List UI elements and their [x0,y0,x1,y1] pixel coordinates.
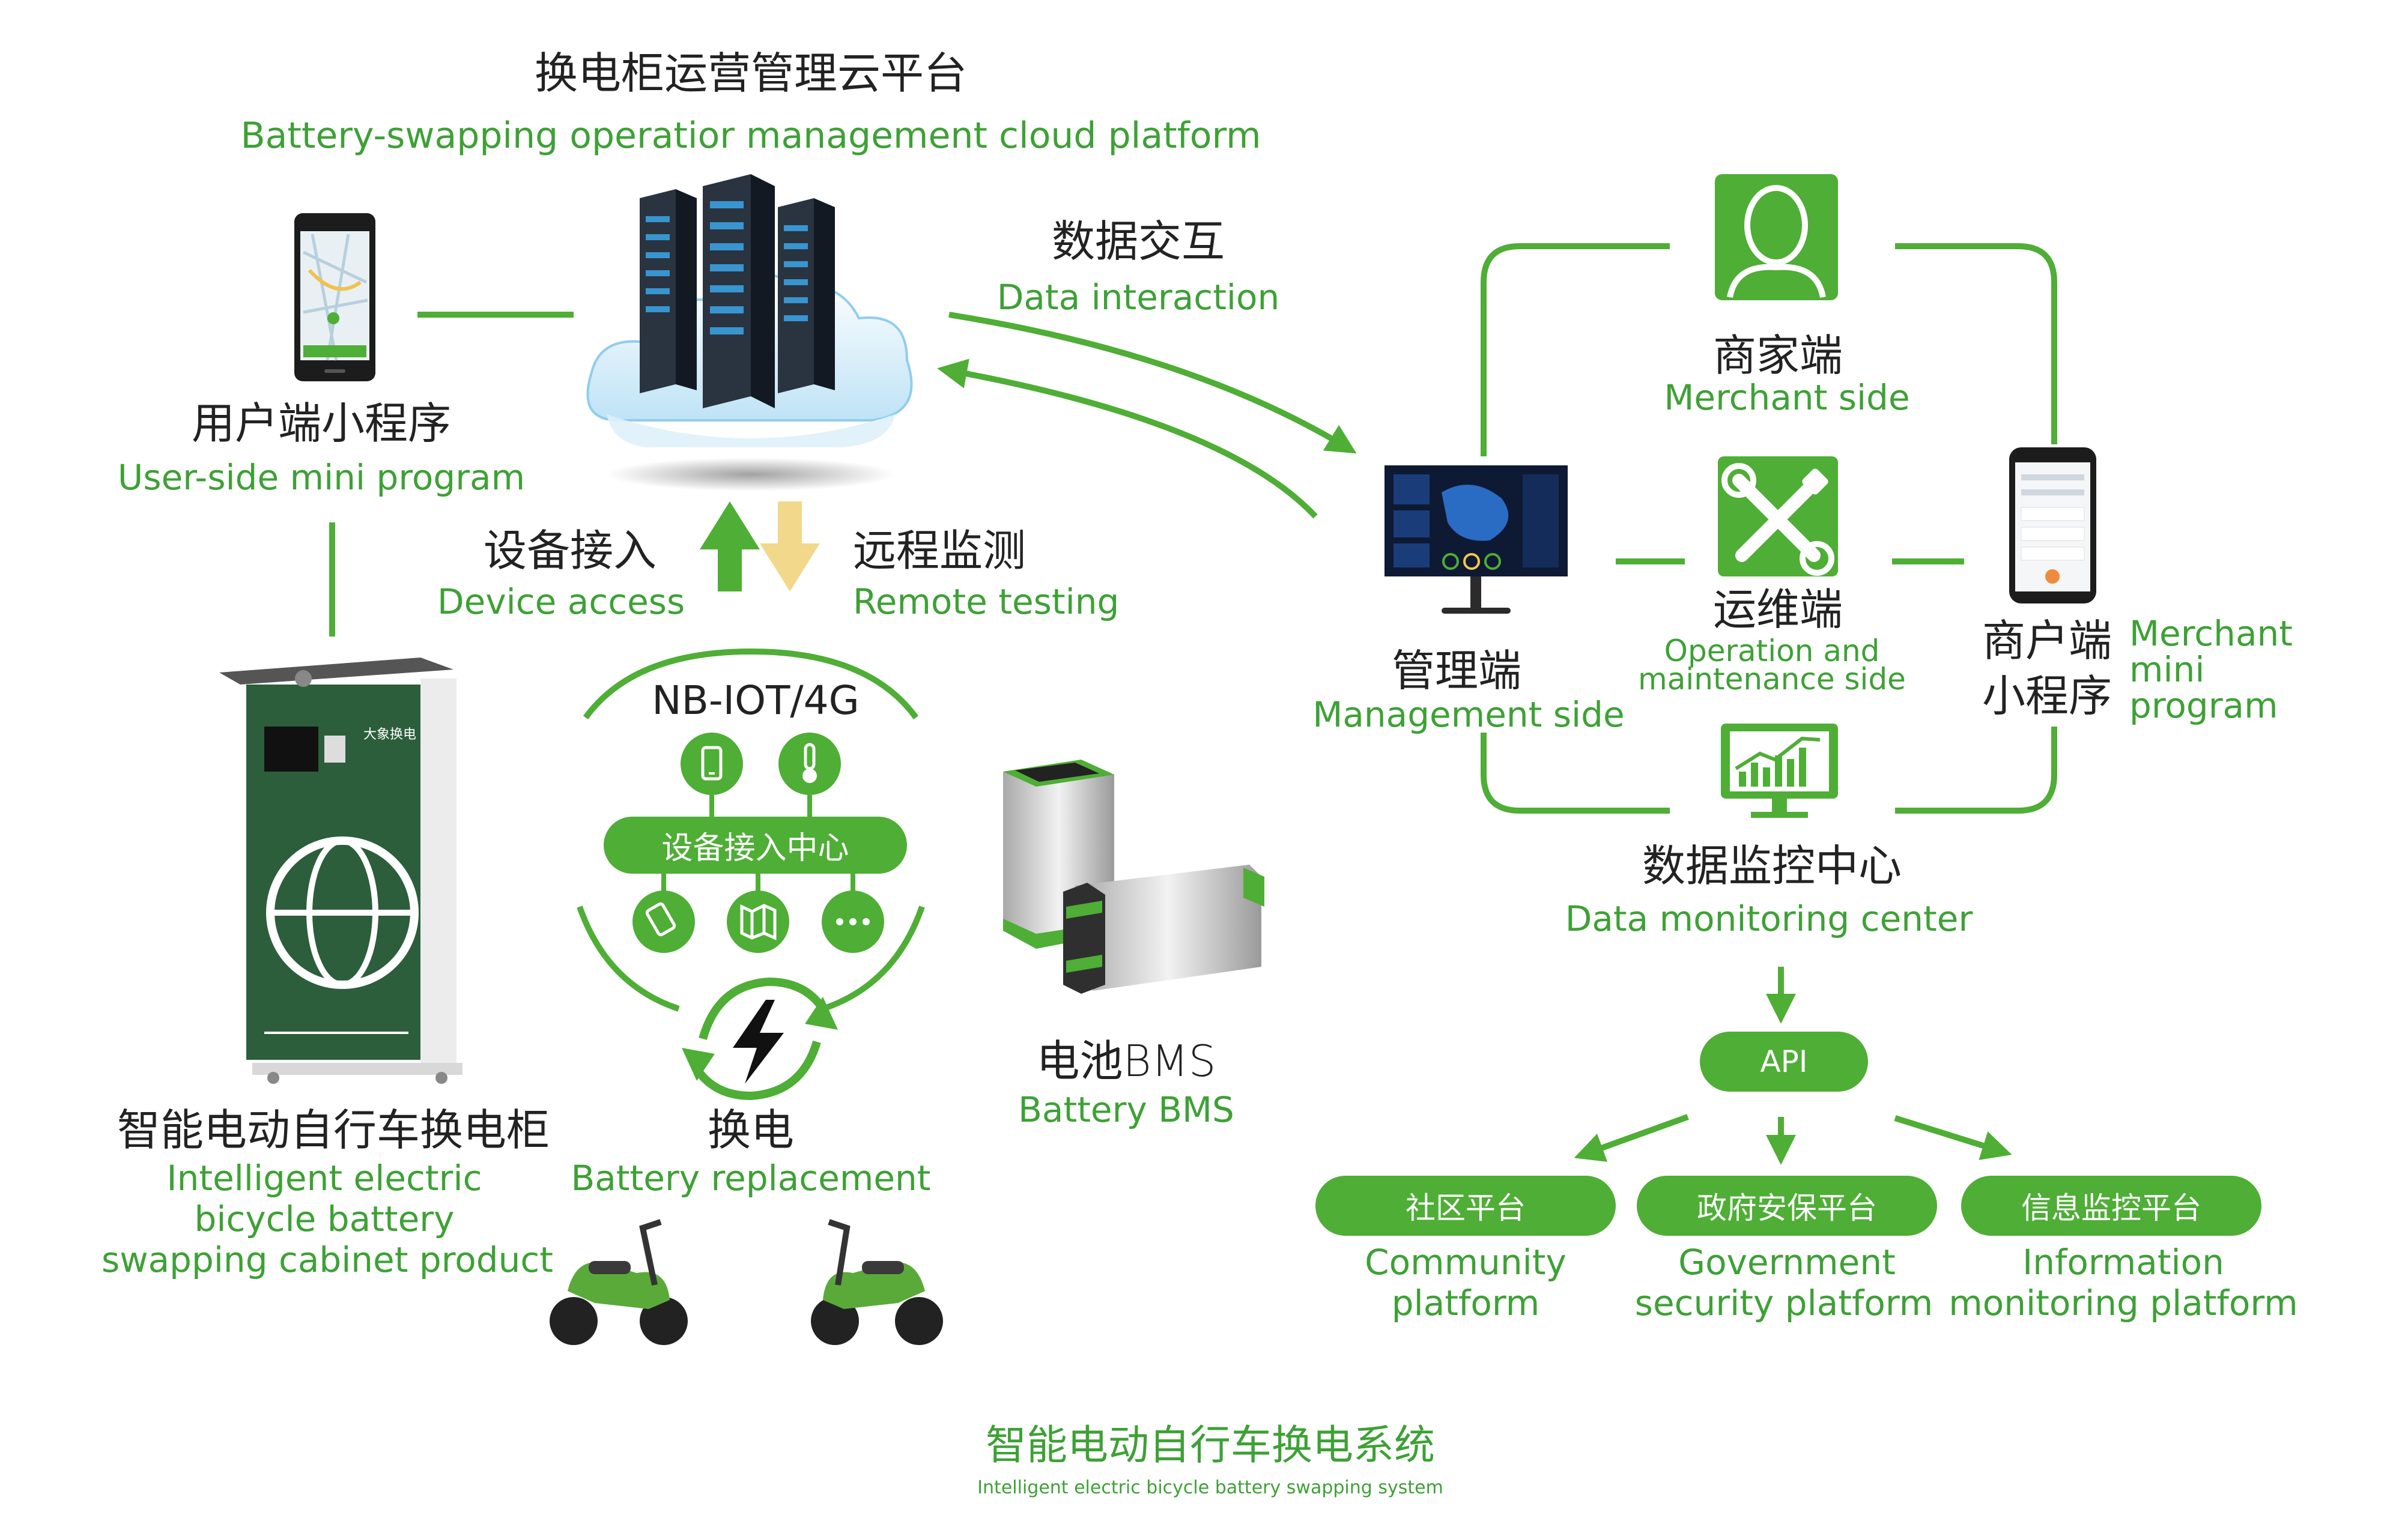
bms-cn: 电池BMS [1036,1036,1216,1086]
loop-top-right [1895,243,2057,444]
growth-chart-icon [1721,724,1838,818]
remote-testing-en: Remote testing [853,581,1120,622]
merchant-mini-en-line-1: Merchant [2129,613,2293,654]
swap-cabinet-icon [219,658,462,1084]
ops-side-en-line-2: maintenance side [1638,662,1906,697]
government-platform-en-line-2: security platform [1634,1283,1933,1323]
cabinet-en-line-2: bicycle battery [194,1199,455,1239]
loop-top-left [1481,243,1670,456]
map-icon [727,890,789,953]
battery-pack-icon [1003,760,1264,994]
smartphone-app-icon [2009,447,2096,603]
iot-title: NB-IOT/4G [652,677,860,724]
cabinet-en-line-1: Intelligent electric [166,1158,482,1199]
user-avatar-icon [1715,174,1838,300]
monitor-dashboard-icon [1384,465,1568,614]
merchant-mini-en-line-3: program [2129,685,2278,726]
footer-title-cn: 智能电动自行车换电系统 [985,1422,1436,1469]
cloud-title-cn: 换电柜运营管理云平台 [534,48,968,98]
remote-testing-cn: 远程监测 [853,525,1027,576]
device-access-hub-pill: 设备接入中心 [604,817,907,874]
community-platform-pill: 社区平台 [1315,1176,1616,1236]
server-cloud-icon [586,174,913,491]
information-platform-en-line-1: Information [2022,1242,2224,1283]
monitoring-center-cn: 数据监控中心 [1642,841,1902,891]
merchant-mini-cn-line-1: 商户端 [1982,615,2112,666]
footer-title-en: Intelligent electric bicycle battery swa… [977,1477,1443,1498]
iot-ring-bottom-arc [577,906,680,1012]
merchant-mini-cn-line-2: 小程序 [1982,671,2112,721]
information-platform-pill: 信息监控平台 [1961,1176,2261,1236]
management-side-cn: 管理端 [1391,646,1522,696]
up-arrow-icon [700,501,760,591]
cabinet-cn: 智能电动自行车换电柜 [117,1105,550,1155]
loop-bottom-left [1481,733,1670,814]
loop-bottom-right [1895,727,2057,814]
government-platform-pill: 政府安保平台 [1637,1176,1937,1236]
iot-ring-top-arc [583,648,919,719]
information-platform-en-line-2: monitoring platform [1949,1283,2298,1323]
government-platform-en-line-1: Government [1678,1242,1896,1283]
merchant-mini-en-line-2: mini [2129,649,2205,690]
replacement-en: Battery replacement [571,1158,931,1199]
scooter-left-icon [550,1219,688,1345]
replacement-cn: 换电 [707,1105,795,1155]
data-interaction-cn: 数据交互 [1051,216,1225,267]
down-arrow-icon [760,501,820,591]
user-side-en: User-side mini program [117,457,526,498]
monitoring-center-en: Data monitoring center [1565,898,1973,939]
management-to-cloud-arrow [937,358,1318,519]
api-pill: API [1700,1032,1868,1092]
community-platform-en-line-2: platform [1391,1283,1540,1323]
device-access-en: Device access [437,581,685,622]
device-tap-icon [632,890,695,953]
thermometer-icon [778,733,841,795]
lightning-cycle-icon [682,977,838,1101]
smartphone-map-icon [294,213,375,381]
cloud-title-en: Battery-swapping operatior management cl… [240,115,1261,157]
device-access-cn: 设备接入 [484,525,657,576]
api-to-community-arrow [1574,1114,1689,1162]
merchant-side-cn: 商家端 [1712,330,1843,381]
more-icon [822,890,884,953]
management-side-en: Management side [1312,694,1625,735]
bms-en: Battery BMS [1018,1089,1234,1130]
ops-side-cn: 运维端 [1712,584,1843,635]
merchant-side-en: Merchant side [1664,377,1910,418]
ops-side-en-line-1: Operation and [1664,633,1880,668]
user-side-cn: 用户端小程序 [191,398,452,449]
cloud-to-management-arrow [948,312,1357,454]
cabinet-en-line-3: swapping cabinet product [101,1239,554,1280]
api-to-information-arrow [1894,1115,2012,1160]
cabinet-brand: 大象换电 [363,727,417,742]
phone-icon [681,733,743,795]
community-platform-en-line-1: Community [1365,1242,1566,1283]
tools-icon [1718,456,1838,576]
iot-ring-bottom-arc-right [822,906,925,1012]
data-interaction-en: Data interaction [996,277,1280,318]
scooter-right-icon [811,1219,943,1345]
